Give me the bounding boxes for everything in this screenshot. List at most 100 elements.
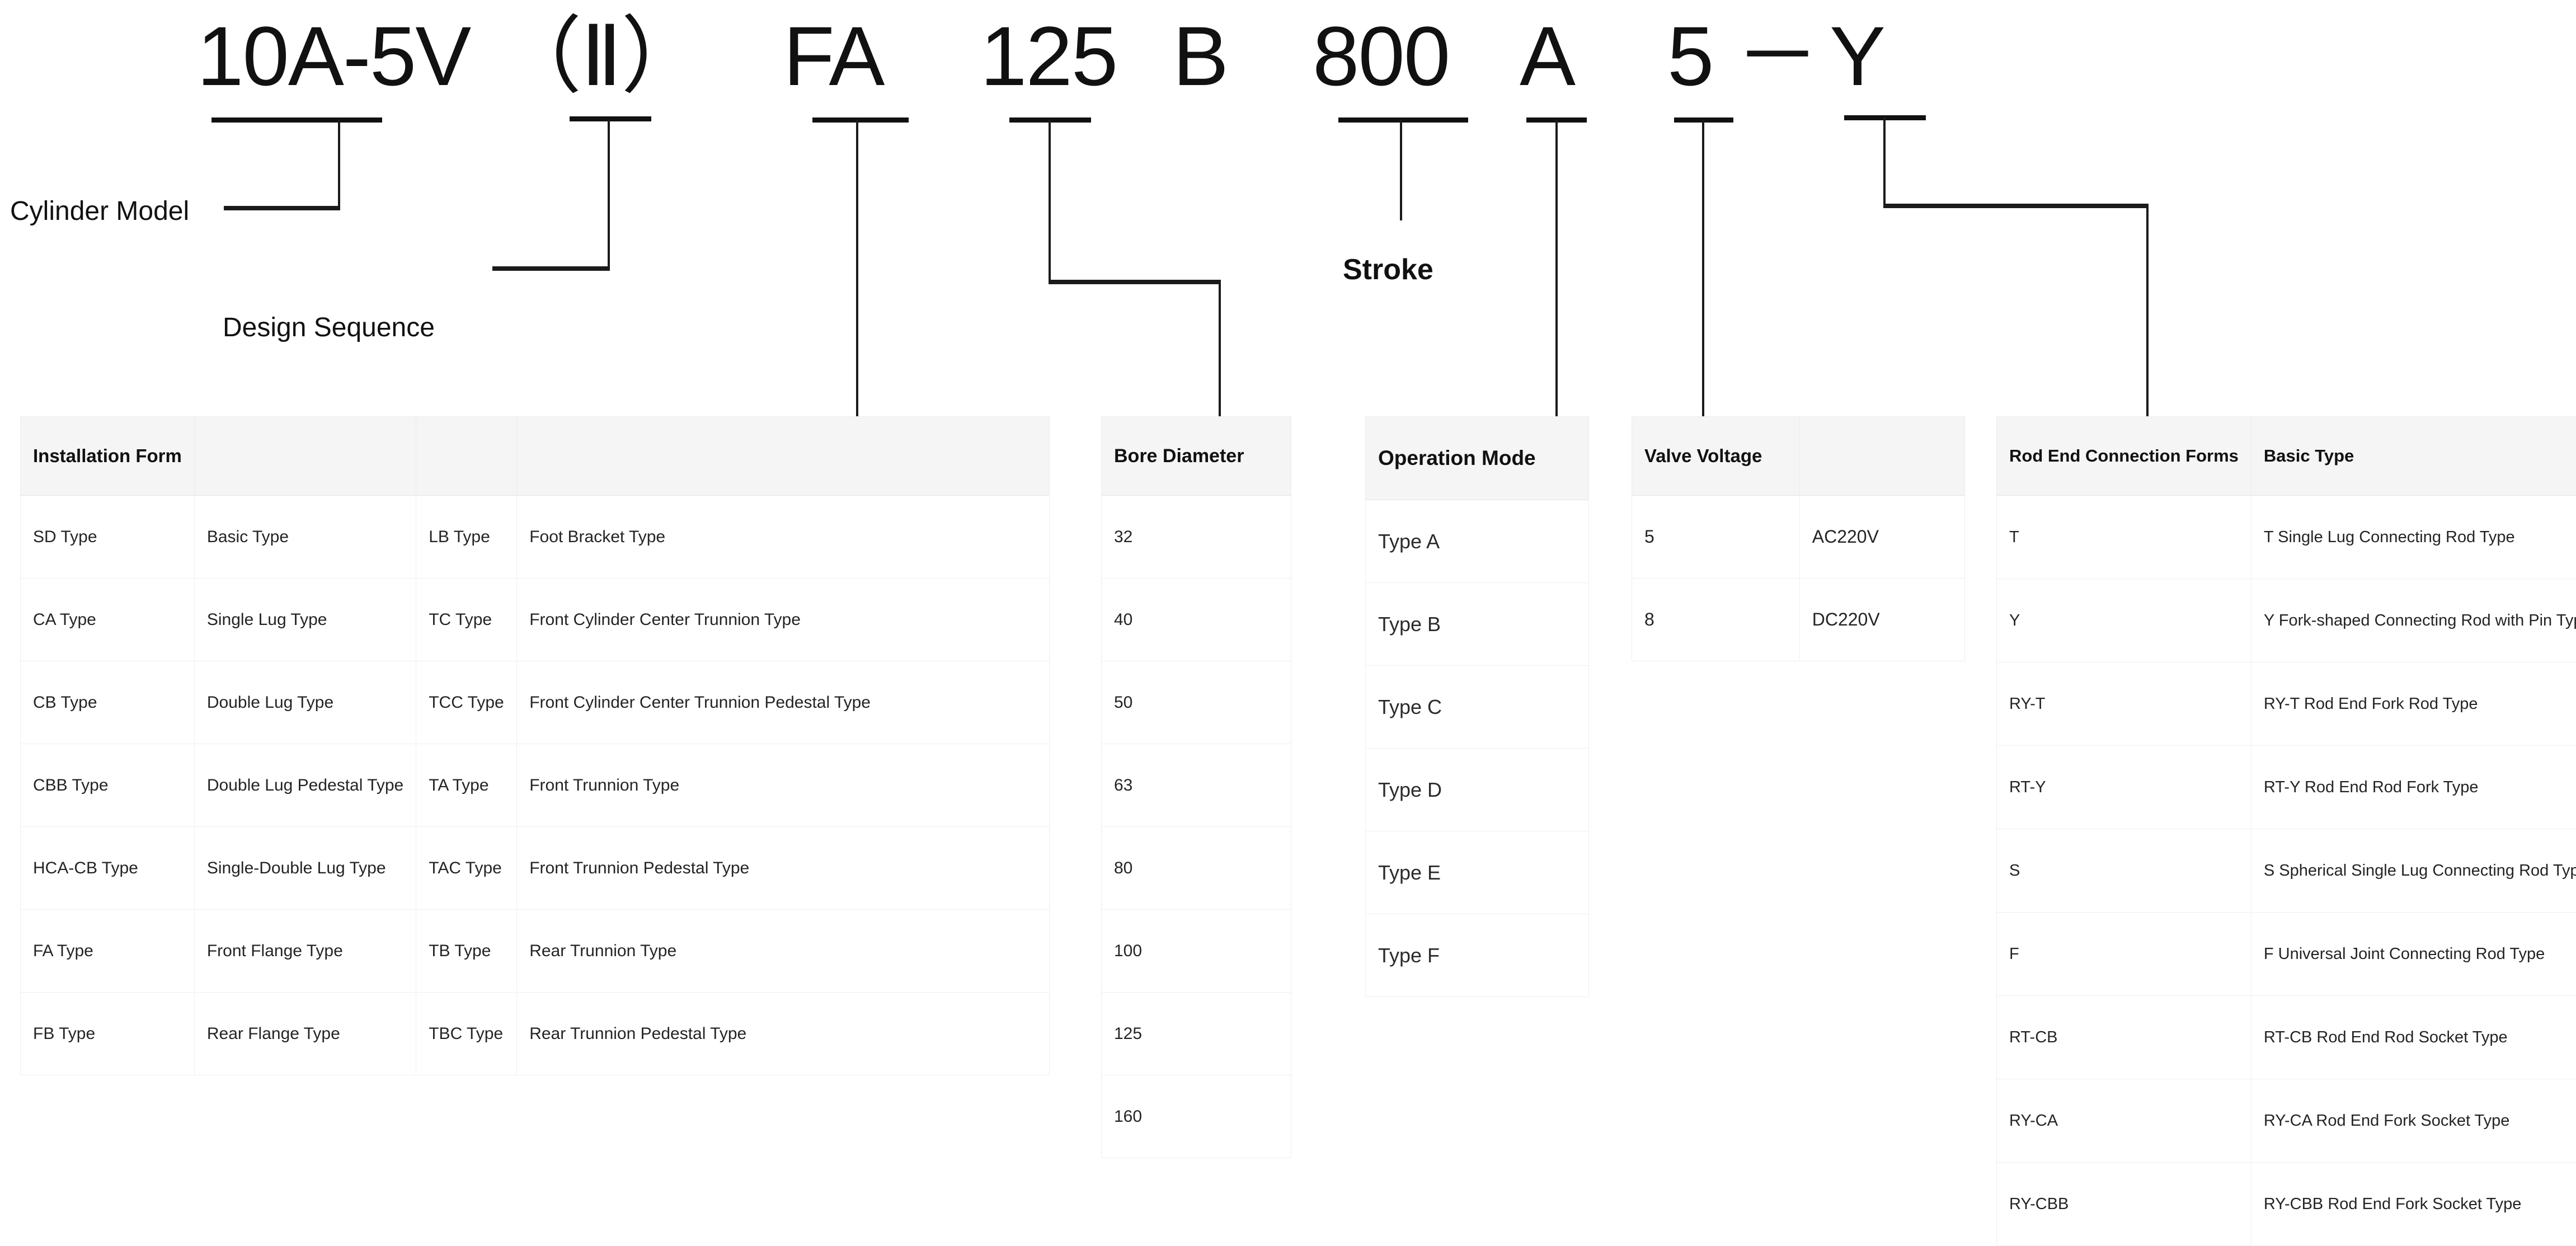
- table-row: T T Single Lug Connecting Rod Type: [1997, 496, 2576, 579]
- column-header-bore-diameter: Bore Diameter: [1102, 417, 1291, 496]
- column-header-basic-type: Basic Type: [2251, 417, 2576, 496]
- list-item: Type A: [1366, 500, 1589, 583]
- table-row: Y Y Fork-shaped Connecting Rod with Pin …: [1997, 579, 2576, 662]
- column-header-valve-voltage: Valve Voltage: [1632, 417, 1800, 496]
- leader-installation-form-vertical: [856, 120, 858, 416]
- column-header-installation-form: Installation Form: [21, 417, 195, 496]
- cell-code: CA Type: [21, 579, 195, 661]
- cell-code: SD Type: [21, 496, 195, 579]
- table-operation-mode: Operation Mode Type A Type B Type C Type…: [1365, 416, 1589, 997]
- cell-bore-value: 125: [1102, 993, 1291, 1075]
- table-row: RY-T RY-T Rod End Fork Rod Type: [1997, 662, 2576, 746]
- underline-installation-form: [812, 117, 909, 123]
- cell-rod-code: RY-CBB: [1997, 1163, 2251, 1246]
- table-row: RT-CB RT-CB Rod End Rod Socket Type: [1997, 996, 2576, 1079]
- cell-desc-2: Front Trunnion Pedestal Type: [517, 827, 1050, 910]
- cell-bore-value: 80: [1102, 827, 1291, 910]
- model-code-row: 10A-5V （Ⅱ） FA 125 B 800 A 5 － Y: [0, 0, 2576, 112]
- cell-code: CB Type: [21, 661, 195, 744]
- table-header-row: Operation Mode: [1366, 417, 1589, 500]
- cell-rod-code: RY-CA: [1997, 1079, 2251, 1163]
- table-header-row: Installation Form: [21, 417, 1050, 496]
- list-item: Type B: [1366, 583, 1589, 666]
- callout-design-sequence: Design Sequence: [223, 312, 435, 343]
- underline-cylinder-model: [211, 117, 382, 123]
- cell-desc-2: Front Cylinder Center Trunnion Type: [517, 579, 1050, 661]
- cell-mode-value: Type D: [1366, 749, 1589, 831]
- leader-bore-diameter-vertical-lower: [1219, 280, 1221, 416]
- underline-stroke: [1338, 117, 1468, 123]
- list-item: 63: [1102, 744, 1291, 827]
- cell-rod-code: T: [1997, 496, 2251, 579]
- column-header-blank-2: [416, 417, 517, 496]
- callout-stroke: Stroke: [1343, 253, 1433, 286]
- cell-rod-desc: RY-CBB Rod End Fork Socket Type: [2251, 1163, 2576, 1246]
- cell-desc: Double Lug Type: [194, 661, 416, 744]
- cell-mode-value: Type A: [1366, 500, 1589, 583]
- cell-code-2: TBC Type: [416, 993, 517, 1075]
- table-row: FA Type Front Flange Type TB Type Rear T…: [21, 910, 1050, 993]
- cell-rod-code: RT-Y: [1997, 746, 2251, 829]
- cell-rod-desc: RY-CA Rod End Fork Socket Type: [2251, 1079, 2576, 1163]
- table-row: RY-CBB RY-CBB Rod End Fork Socket Type: [1997, 1163, 2576, 1246]
- cell-desc-2: Front Cylinder Center Trunnion Pedestal …: [517, 661, 1050, 744]
- list-item: Type C: [1366, 666, 1589, 749]
- column-header-rod-end-connection-forms: Rod End Connection Forms: [1997, 417, 2251, 496]
- column-header-blank-1: [194, 417, 416, 496]
- cell-desc: Single-Double Lug Type: [194, 827, 416, 910]
- cell-code-2: TAC Type: [416, 827, 517, 910]
- cell-rod-code: F: [1997, 913, 2251, 996]
- cell-desc-2: Front Trunnion Type: [517, 744, 1050, 827]
- code-segment-rod-end: Y: [1830, 0, 1884, 112]
- list-item: 100: [1102, 910, 1291, 993]
- leader-valve-voltage-vertical: [1702, 120, 1704, 416]
- cell-valve-code: 8: [1632, 579, 1800, 661]
- underline-design-sequence: [570, 116, 651, 121]
- code-segment-letter-b: B: [1173, 0, 1228, 112]
- list-item: 80: [1102, 827, 1291, 910]
- table-header-row: Bore Diameter: [1102, 417, 1291, 496]
- cell-desc-2: Foot Bracket Type: [517, 496, 1050, 579]
- cell-code-2: LB Type: [416, 496, 517, 579]
- cell-code: FB Type: [21, 993, 195, 1075]
- table-rod-end-connection-forms: Rod End Connection Forms Basic Type T T …: [1996, 416, 2576, 1246]
- cell-bore-value: 32: [1102, 496, 1291, 579]
- leader-cylinder-model-horizontal: [224, 206, 340, 210]
- cell-mode-value: Type F: [1366, 914, 1589, 997]
- leader-rod-end-vertical-lower: [2146, 204, 2149, 417]
- cell-code-2: TC Type: [416, 579, 517, 661]
- column-header-blank-3: [517, 417, 1050, 496]
- cell-rod-desc: T Single Lug Connecting Rod Type: [2251, 496, 2576, 579]
- cell-rod-desc: RT-Y Rod End Rod Fork Type: [2251, 746, 2576, 829]
- table-row: CB Type Double Lug Type TCC Type Front C…: [21, 661, 1050, 744]
- code-segment-installation-form: FA: [783, 0, 883, 112]
- table-valve-voltage: Valve Voltage 5 AC220V 8 DC220V: [1632, 416, 1965, 661]
- column-header-operation-mode: Operation Mode: [1366, 417, 1589, 500]
- cell-desc-2: Rear Trunnion Pedestal Type: [517, 993, 1050, 1075]
- table-row: FB Type Rear Flange Type TBC Type Rear T…: [21, 993, 1050, 1075]
- code-segment-stroke: 800: [1313, 0, 1449, 112]
- list-item: Type F: [1366, 914, 1589, 997]
- code-segment-bore-diameter: 125: [980, 0, 1117, 112]
- table-row: CBB Type Double Lug Pedestal Type TA Typ…: [21, 744, 1050, 827]
- cell-valve-desc: DC220V: [1799, 579, 1964, 661]
- table-row: 5 AC220V: [1632, 496, 1965, 579]
- table-header-row: Rod End Connection Forms Basic Type: [1997, 417, 2576, 496]
- cell-desc: Double Lug Pedestal Type: [194, 744, 416, 827]
- cell-code: HCA-CB Type: [21, 827, 195, 910]
- table-row: CA Type Single Lug Type TC Type Front Cy…: [21, 579, 1050, 661]
- cell-code-2: TCC Type: [416, 661, 517, 744]
- leader-stroke-vertical: [1400, 120, 1402, 220]
- cell-desc: Single Lug Type: [194, 579, 416, 661]
- leader-bore-diameter-vertical-upper: [1049, 120, 1051, 283]
- cell-rod-code: Y: [1997, 579, 2251, 662]
- code-segment-operation-mode: A: [1520, 0, 1574, 112]
- table-bore-diameter: Bore Diameter 32 40 50 63 80 100 125 160: [1101, 416, 1291, 1158]
- table-installation-form: Installation Form SD Type Basic Type LB …: [20, 416, 1050, 1075]
- table-row: SD Type Basic Type LB Type Foot Bracket …: [21, 496, 1050, 579]
- cell-bore-value: 100: [1102, 910, 1291, 993]
- code-segment-cylinder-model: 10A-5V: [197, 0, 470, 112]
- cell-code: CBB Type: [21, 744, 195, 827]
- cell-valve-desc: AC220V: [1799, 496, 1964, 579]
- table-header-row: Valve Voltage: [1632, 417, 1965, 496]
